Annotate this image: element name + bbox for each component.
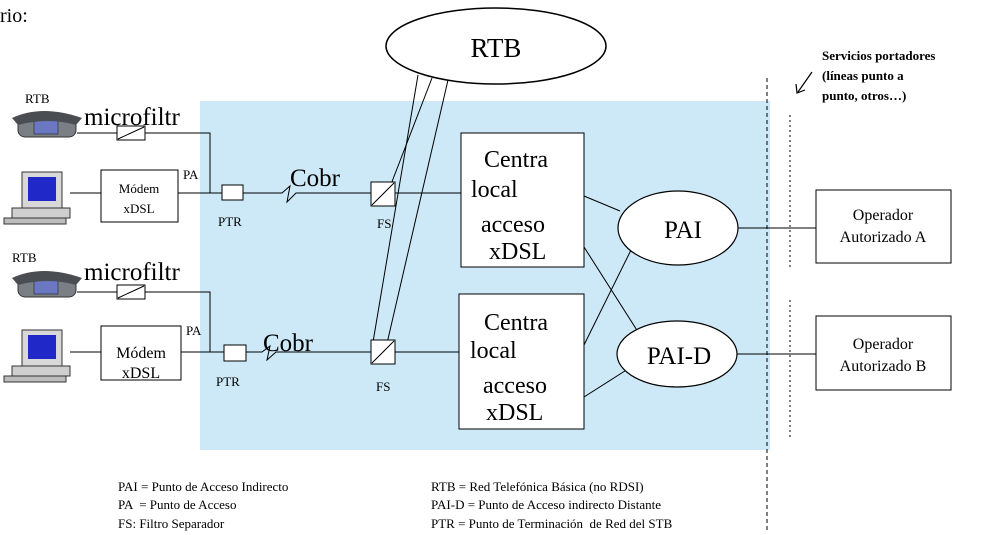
caption-fragment: rio: — [0, 5, 28, 27]
fs-label: FS — [376, 379, 390, 394]
telephone-icon — [12, 111, 82, 138]
central-label-1: Centra — [484, 147, 548, 173]
legend-left-1: PAI = Punto de Acceso Indirecto — [118, 479, 288, 494]
ptr-box — [221, 184, 244, 201]
modem-box — [100, 325, 182, 381]
central1-to-paid — [583, 246, 641, 336]
central-label-3: acceso — [483, 373, 547, 399]
rtb-cloud — [385, 7, 607, 85]
modem-label-1: Módem — [119, 181, 159, 196]
central-label-2: local — [470, 338, 517, 364]
central-label-4: xDSL — [489, 239, 546, 265]
copper-label: Cobr — [290, 165, 341, 192]
central-label-4: xDSL — [486, 400, 543, 426]
computer-icon — [3, 329, 71, 383]
copper-label: Cobr — [263, 330, 314, 357]
central-label-3: acceso — [481, 212, 545, 238]
ptr-box — [223, 344, 247, 362]
paid-label: PAI-D — [647, 343, 711, 370]
legend-left-3: FS: Filtro Separador — [118, 516, 225, 531]
modem-label-1: Módem — [116, 345, 166, 362]
central1-to-pai — [583, 195, 621, 212]
central2-to-paid — [583, 368, 629, 398]
telephone-icon — [12, 271, 82, 298]
legend-right-2: PAI-D = Punto de Acceso indirecto Distan… — [431, 497, 661, 512]
ptr-label: PTR — [216, 374, 240, 389]
operator-b-label-1: Operador — [853, 336, 914, 353]
central2-to-pai — [583, 247, 633, 346]
operator-b-label-2: Autorizado B — [840, 358, 927, 375]
copper-line — [246, 344, 371, 362]
central-label-1: Centra — [484, 310, 548, 336]
modem-label-2: xDSL — [122, 365, 160, 382]
pa-label: PA — [186, 323, 202, 338]
bearer-services-line3: punto, otros…) — [822, 88, 906, 103]
pa-label: PA — [183, 167, 199, 182]
central-office-box — [460, 132, 585, 268]
phone-label: RTB — [25, 91, 50, 106]
rtb-cloud-label: RTB — [471, 33, 522, 63]
legend-right-3: PTR = Punto de Terminación de Red del ST… — [431, 516, 673, 531]
modem-box — [100, 169, 179, 223]
bearer-services-line1: Servicios portadores — [822, 48, 936, 63]
legend-left-2: PA = Punto de Acceso — [118, 497, 236, 512]
phone-label: RTB — [12, 250, 37, 265]
rtb-to-fs2-line — [384, 79, 449, 353]
ptr-label: PTR — [218, 214, 242, 229]
computer-icon — [3, 171, 71, 225]
central-office-box — [458, 293, 585, 430]
operator-b-box — [815, 315, 952, 391]
rtb-to-fs1-line-b — [371, 74, 419, 349]
bearer-arrow — [797, 71, 813, 93]
modem-label-2: xDSL — [123, 201, 154, 216]
bearer-services-line2: (líneas punto a — [822, 68, 904, 83]
operator-a-label-1: Operador — [853, 207, 914, 224]
fs-label: FS — [377, 216, 391, 231]
operator-a-box — [815, 189, 952, 264]
microfilter-label: microfiltr — [84, 259, 180, 286]
legend-right-1: RTB = Red Telefónica Básica (no RDSI) — [431, 479, 644, 494]
bearer-arrow-head — [795, 83, 806, 94]
operator-a-label-2: Autorizado A — [840, 229, 927, 246]
pai-label: PAI — [664, 217, 702, 244]
central-label-2: local — [471, 177, 518, 203]
